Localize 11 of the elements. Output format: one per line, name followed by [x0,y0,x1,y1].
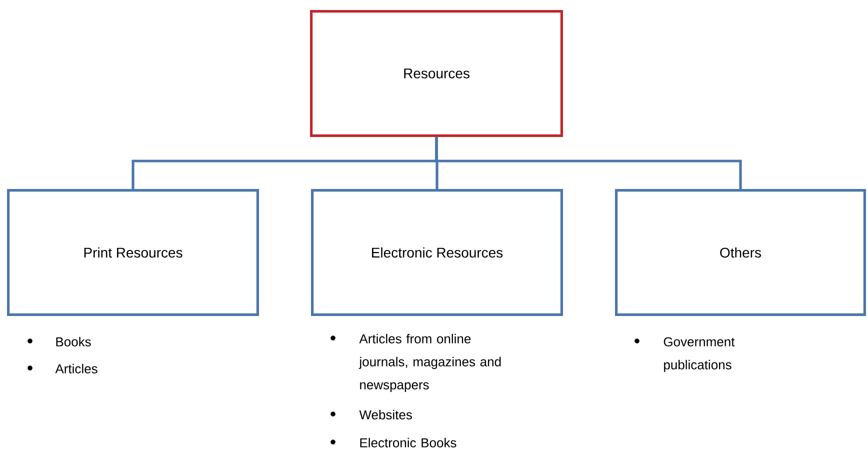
bullet-item: Books [28,336,91,346]
box: Print Resources [7,189,259,316]
box: Others [615,189,866,316]
bullet-item: Websites [330,410,412,420]
bullet-item: Government publications [634,337,735,372]
box: Electronic Resources [311,189,563,316]
bullet-item: Articles [28,364,98,374]
bullet-item: Articles from online journals, magazines and newspapers [330,334,501,392]
bullet-item: Electronic Books [330,438,456,448]
connector-line [435,137,742,189]
box: Resources [310,10,563,137]
